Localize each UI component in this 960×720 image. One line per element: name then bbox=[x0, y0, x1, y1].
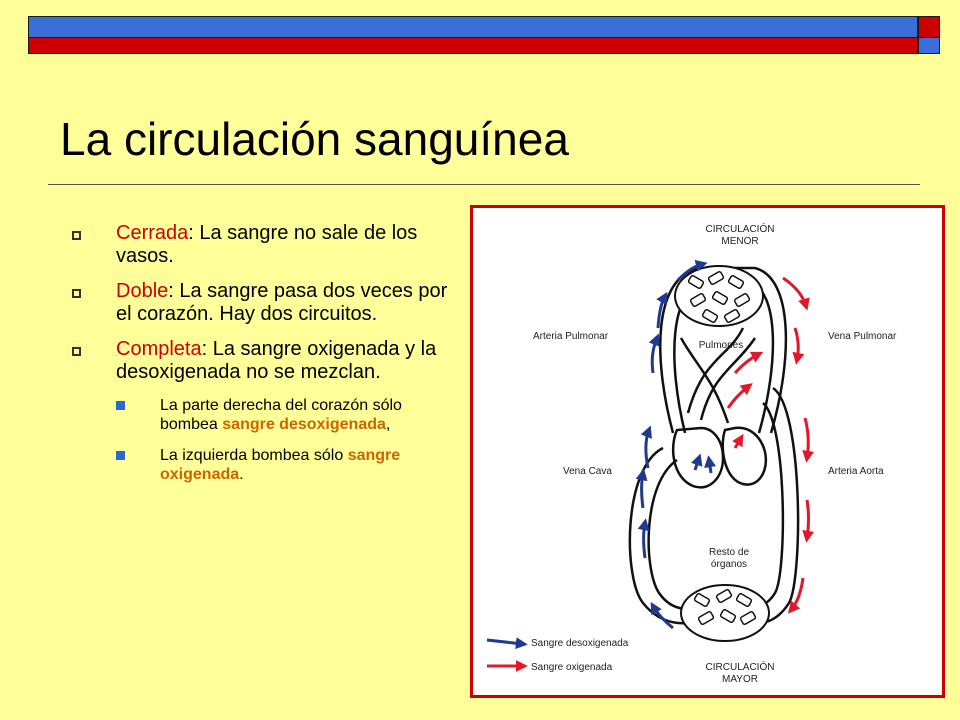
filled-square-bullet-icon bbox=[116, 401, 125, 410]
header-red-bar bbox=[28, 37, 918, 54]
sub-bullet-highlight: sangre desoxigenada bbox=[222, 416, 386, 433]
bottom-title-line1: CIRCULACIÓN bbox=[706, 660, 775, 673]
label-vena-cava: Vena Cava bbox=[563, 466, 612, 477]
bullet-keyword: Cerrada bbox=[116, 222, 189, 244]
oxy-arrow bbox=[732, 433, 744, 449]
oxy-arrow bbox=[733, 351, 764, 374]
circulation-diagram-frame: CIRCULACIÓN MENOR Arteria Pulmonar Vena … bbox=[470, 205, 945, 698]
top-title-line2: MENOR bbox=[721, 236, 758, 247]
oxy-arrow bbox=[792, 327, 805, 365]
header-red-square bbox=[918, 16, 940, 38]
hollow-square-bullet-icon bbox=[72, 347, 81, 356]
legend-deoxy-arrow bbox=[486, 637, 528, 650]
sub-bullet-text: La izquierda bombea sólo bbox=[160, 447, 348, 464]
deoxy-arrow bbox=[650, 601, 674, 630]
sub-bullet-highlight: sangre oxigenada bbox=[160, 447, 401, 483]
deoxy-arrows bbox=[486, 259, 717, 650]
oxy-arrow bbox=[787, 577, 805, 614]
top-title-line1: CIRCULACIÓN bbox=[706, 222, 775, 235]
sub-bullet-item-izquierda: La izquierda bombea sólo sangre oxigenad… bbox=[116, 446, 452, 484]
bullet-item-doble: Doble: La sangre pasa dos veces por el c… bbox=[72, 280, 452, 326]
deoxy-arrow bbox=[691, 453, 703, 471]
label-lungs: Pulmones bbox=[699, 340, 743, 351]
crossing-vessel-3 bbox=[679, 337, 730, 424]
bullet-item-cerrada: Cerrada: La sangre no sale de los vasos. bbox=[72, 222, 452, 268]
title-divider bbox=[48, 184, 920, 185]
filled-square-bullet-icon bbox=[116, 451, 125, 460]
bottom-title-line2: MAYOR bbox=[722, 674, 758, 685]
heart-right-chamber bbox=[671, 426, 725, 489]
label-pulmonary-vein: Vena Pulmonar bbox=[828, 331, 897, 342]
header-decoration bbox=[28, 16, 942, 54]
deoxy-arrow bbox=[676, 259, 708, 282]
hollow-square-bullet-icon bbox=[72, 231, 81, 240]
legend-deoxy-label: Sangre desoxigenada bbox=[531, 638, 629, 649]
deoxy-arrow bbox=[656, 291, 668, 329]
oxy-arrow bbox=[802, 417, 815, 463]
legend-oxy-label: Sangre oxigenada bbox=[531, 662, 613, 673]
sub-bullet-end: , bbox=[385, 416, 391, 433]
bullet-keyword: Completa bbox=[116, 338, 202, 360]
label-aorta: Arteria Aorta bbox=[828, 466, 884, 477]
sub-bullet-text: La parte derecha del corazón sólo bombea bbox=[160, 397, 402, 433]
sub-bullet-item-derecha: La parte derecha del corazón sólo bombea… bbox=[116, 396, 452, 434]
lungs-capillary-bed bbox=[674, 265, 764, 327]
deoxy-arrow bbox=[640, 425, 652, 469]
bullet-text: : La sangre oxigenada y la desoxigenada … bbox=[116, 338, 437, 383]
sub-bullet-list: La parte derecha del corazón sólo bombea… bbox=[116, 396, 452, 484]
header-blue-square bbox=[918, 37, 940, 54]
sub-bullet-end: . bbox=[239, 466, 244, 483]
oxy-arrow bbox=[726, 383, 753, 409]
bullet-keyword: Doble bbox=[116, 280, 169, 302]
header-blue-bar bbox=[28, 16, 918, 38]
crossing-vessel-2 bbox=[699, 337, 757, 421]
oxy-arrow bbox=[802, 499, 815, 543]
deoxy-arrow bbox=[635, 468, 648, 509]
bullet-text: : La sangre pasa dos veces por el corazó… bbox=[116, 280, 448, 325]
crossing-vessel-1 bbox=[686, 327, 745, 414]
diagram-labels: CIRCULACIÓN MENOR Arteria Pulmonar Vena … bbox=[531, 222, 897, 685]
oxy-arrows bbox=[487, 276, 815, 672]
bullet-item-completa: Completa: La sangre oxigenada y la desox… bbox=[72, 338, 452, 484]
oxy-arrow bbox=[782, 276, 810, 311]
systemic-loop-left-inner bbox=[647, 458, 714, 611]
label-body-line1: Resto de bbox=[709, 547, 749, 558]
slide-title: La circulación sanguínea bbox=[60, 113, 569, 165]
label-pulmonary-artery: Arteria Pulmonar bbox=[533, 331, 609, 342]
systemic-loop-right-inner bbox=[734, 402, 785, 608]
heart-left-chamber bbox=[721, 426, 768, 486]
deoxy-arrow bbox=[704, 455, 717, 474]
hollow-square-bullet-icon bbox=[72, 289, 81, 298]
deoxy-arrow bbox=[648, 333, 660, 374]
circulation-diagram: CIRCULACIÓN MENOR Arteria Pulmonar Vena … bbox=[486, 222, 897, 685]
bullet-list: Cerrada: La sangre no sale de los vasos.… bbox=[72, 222, 452, 496]
deoxy-arrow bbox=[637, 518, 650, 559]
body-capillary-bed bbox=[680, 584, 770, 642]
label-body-line2: órganos bbox=[711, 559, 747, 570]
bullet-text: : La sangre no sale de los vasos. bbox=[116, 222, 418, 267]
